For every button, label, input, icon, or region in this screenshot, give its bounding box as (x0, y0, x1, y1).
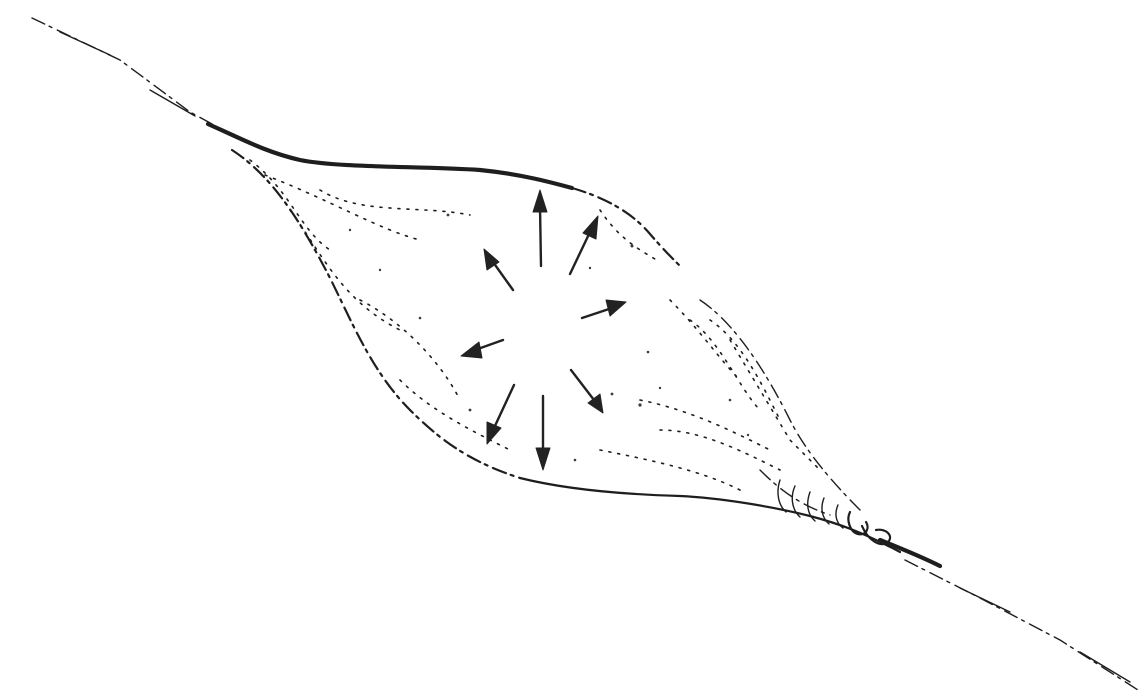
crack-tip-loop (848, 512, 940, 566)
arrow-right (582, 300, 626, 318)
arrow-up-left (484, 249, 513, 290)
arrow-up (533, 190, 547, 266)
radial-arrows (461, 190, 626, 470)
arrow-up-right (570, 216, 598, 274)
arrow-down (536, 396, 550, 470)
arrow-left (461, 340, 503, 358)
crack-line-upper-left (32, 18, 212, 124)
arrow-down-left (487, 385, 514, 444)
crack-line-lower-right (905, 560, 1138, 690)
opening-lower-boundary (232, 150, 900, 552)
arrow-down-right (571, 370, 603, 413)
ink-specks (349, 214, 749, 462)
